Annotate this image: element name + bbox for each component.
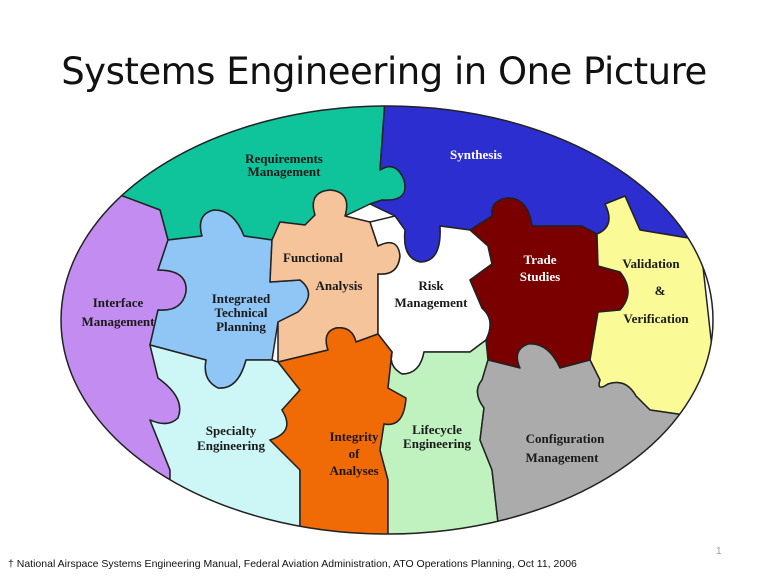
- synthesis-label: Synthesis: [450, 147, 502, 162]
- svg-text:of: of: [349, 446, 361, 461]
- svg-text:Risk: Risk: [418, 278, 444, 293]
- svg-text:Integrity: Integrity: [329, 429, 379, 444]
- lifecycle-engineering-label: Lifecycle Engineering: [403, 422, 471, 451]
- footnote: † National Airspace Systems Engineering …: [8, 558, 577, 570]
- interface-management-label: Interface Management: [82, 295, 156, 329]
- slide-title: Systems Engineering in One Picture: [61, 50, 707, 93]
- specialty-engineering-label: Specialty Engineering: [197, 423, 265, 453]
- svg-text:Integrated: Integrated: [212, 291, 271, 306]
- svg-text:Management: Management: [526, 450, 600, 465]
- svg-text:Studies: Studies: [520, 269, 560, 284]
- integrity-of-analyses-label: Integrity of Analyses: [329, 429, 379, 478]
- requirements-management-label: Requirements Management: [245, 151, 323, 179]
- svg-text:Synthesis: Synthesis: [450, 147, 502, 162]
- svg-text:Analyses: Analyses: [329, 463, 378, 478]
- svg-text:Functional: Functional: [283, 250, 343, 265]
- svg-text:Management: Management: [82, 314, 156, 329]
- validation-verification-label: Validation & Verification: [622, 256, 689, 326]
- svg-text:Analysis: Analysis: [316, 278, 363, 293]
- svg-text:Specialty: Specialty: [206, 423, 257, 438]
- svg-text:Requirements: Requirements: [245, 151, 323, 166]
- risk-management-label: Risk Management: [395, 278, 469, 310]
- svg-text:Engineering: Engineering: [197, 438, 265, 453]
- trade-studies-label: Trade Studies: [520, 252, 560, 284]
- svg-text:Management: Management: [395, 295, 469, 310]
- svg-text:Engineering: Engineering: [403, 436, 471, 451]
- configuration-management-label: Configuration Management: [526, 431, 606, 465]
- svg-text:Trade: Trade: [524, 252, 557, 267]
- svg-text:&: &: [655, 283, 666, 298]
- page-number: 1: [716, 546, 722, 557]
- svg-text:Interface: Interface: [93, 295, 144, 310]
- functional-analysis-label: Functional Analysis: [283, 250, 362, 293]
- svg-text:Lifecycle: Lifecycle: [412, 422, 462, 437]
- svg-text:Validation: Validation: [622, 256, 680, 271]
- svg-text:Planning: Planning: [216, 319, 266, 334]
- svg-text:Configuration: Configuration: [526, 431, 606, 446]
- integrated-technical-planning-label: Integrated Technical Planning: [212, 291, 271, 334]
- svg-text:Technical: Technical: [215, 305, 268, 320]
- svg-text:Management: Management: [248, 164, 322, 179]
- svg-text:Verification: Verification: [623, 311, 689, 326]
